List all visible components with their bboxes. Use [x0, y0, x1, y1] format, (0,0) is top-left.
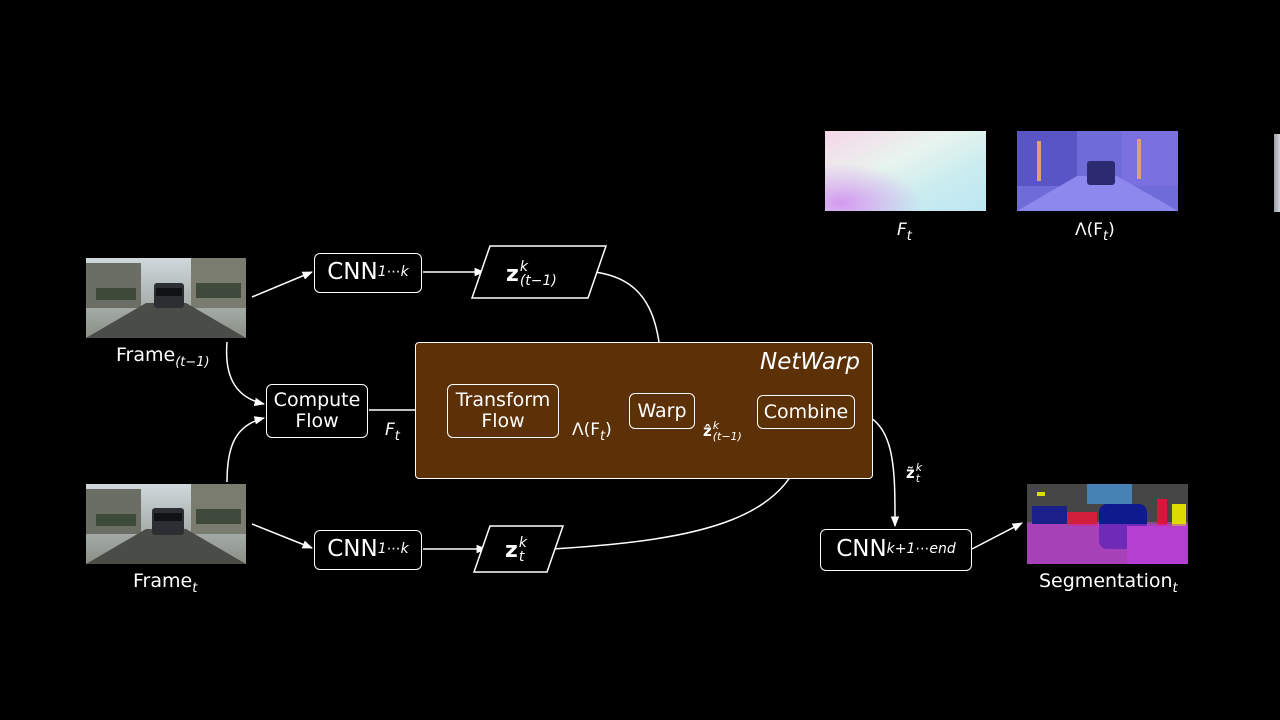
- warp-node: Warp: [629, 393, 695, 429]
- combine-node: Combine: [757, 395, 855, 429]
- z-prev-node: [470, 245, 608, 299]
- z-prev-label: z k(t−1): [506, 259, 557, 289]
- transformed-flow-caption: Λ(Ft): [1075, 220, 1115, 244]
- edge-cnn-end-to-segmentation: [971, 522, 1023, 550]
- transformed-flow-image: [1017, 131, 1178, 211]
- frame-curr-label: Framet: [133, 570, 198, 596]
- frame-curr-image: [86, 484, 246, 564]
- z-curr-node: [472, 525, 565, 573]
- compute-flow-node: Compute Flow: [266, 384, 368, 438]
- z-hat-edge-label: ẑ k(t−1): [703, 419, 742, 443]
- segmentation-image: [1027, 484, 1188, 564]
- segmentation-label: Segmentationt: [1039, 570, 1178, 596]
- edge-frame-curr-to-cnn: [251, 523, 313, 549]
- partial-thumbnail-right: [1274, 134, 1280, 212]
- transform-flow-node: Transform Flow: [447, 384, 559, 438]
- edge-frame-prev-to-flow: [225, 341, 266, 406]
- lambda-ft-edge-label: Λ(Ft): [572, 420, 612, 444]
- edge-frame-prev-to-cnn: [251, 271, 313, 298]
- netwarp-title: NetWarp: [759, 349, 860, 375]
- flow-visualization-image: [825, 131, 986, 211]
- ft-edge-label: Ft: [385, 420, 400, 444]
- frame-prev-label: Frame(t−1): [116, 344, 210, 370]
- flow-caption: Ft: [897, 220, 912, 244]
- edge-frame-curr-to-flow: [226, 416, 266, 483]
- frame-prev-image: [86, 258, 246, 338]
